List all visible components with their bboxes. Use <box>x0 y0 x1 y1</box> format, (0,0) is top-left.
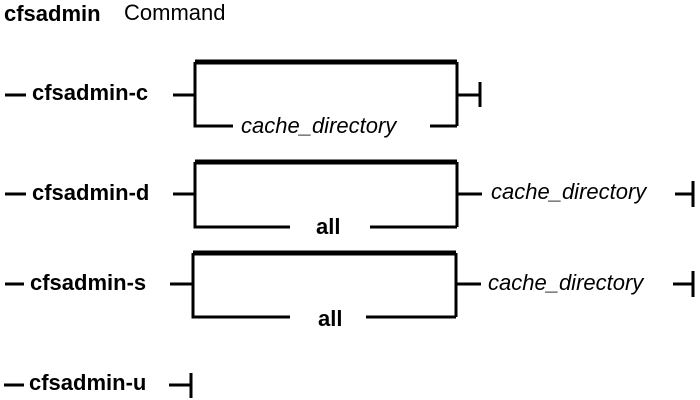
command-name: cfsadmin-u <box>29 370 146 395</box>
bracket-option-label: cache_directory <box>241 113 398 138</box>
optional-bracket <box>193 162 290 229</box>
bracket-option-label: all <box>316 214 340 239</box>
tail-argument: cache_directory <box>491 179 648 204</box>
syntax-row-u: cfsadmin-u <box>4 370 193 398</box>
title-word: Command <box>124 0 225 25</box>
command-name: cfsadmin-c <box>32 80 148 105</box>
title-command: cfsadmin <box>4 1 101 26</box>
syntax-row-c: cfsadmin-c cache_directory <box>5 59 482 138</box>
optional-bracket <box>193 62 233 128</box>
command-name: cfsadmin-d <box>32 180 149 205</box>
syntax-row-s: cfsadmin-s all cache_directory <box>5 250 695 331</box>
optional-bracket <box>191 253 290 319</box>
tail-argument: cache_directory <box>488 270 645 295</box>
bracket-option-label: all <box>318 306 342 331</box>
syntax-row-d: cfsadmin-d all cache_directory <box>5 159 695 239</box>
command-name: cfsadmin-s <box>30 270 146 295</box>
